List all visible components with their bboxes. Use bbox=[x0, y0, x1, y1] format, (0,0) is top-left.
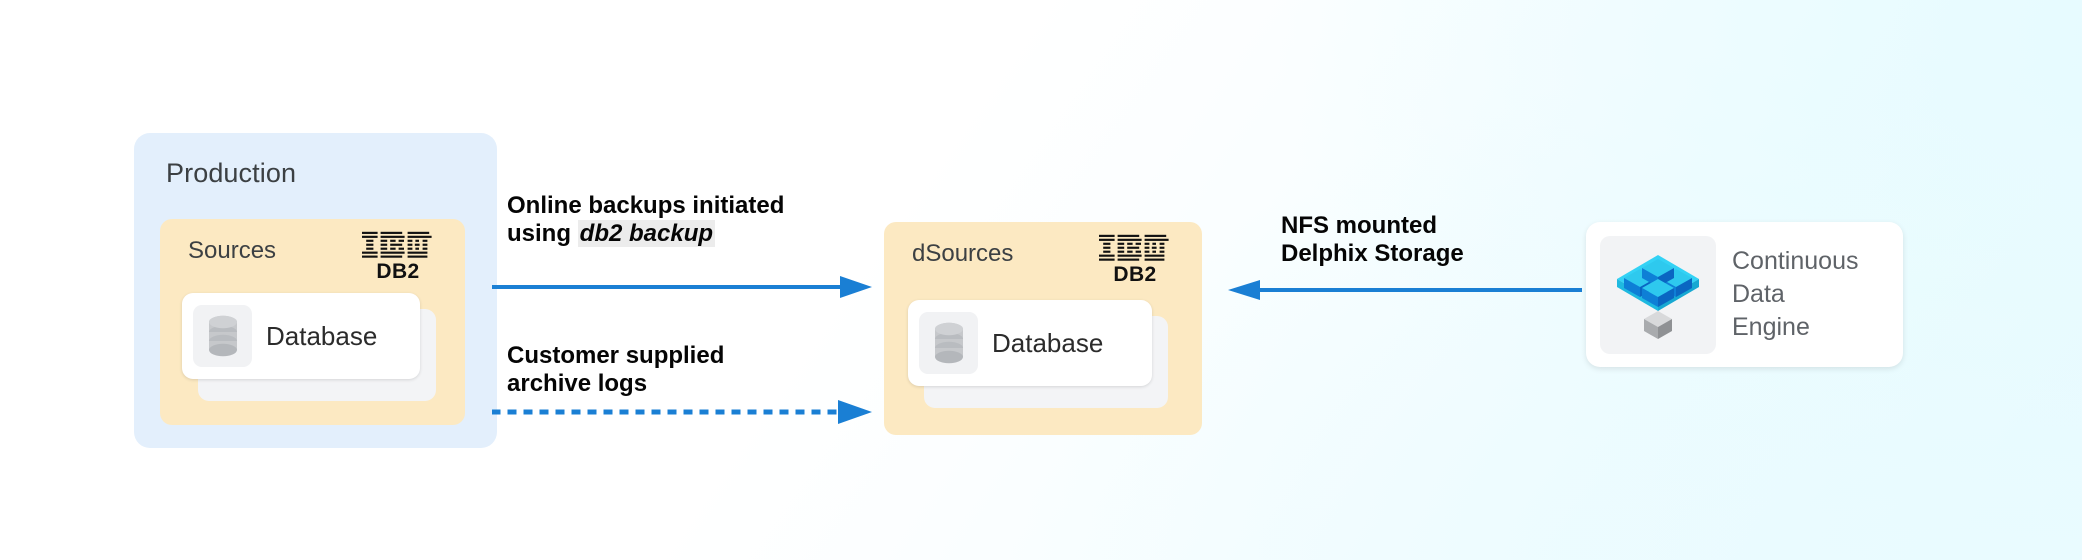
database-card-label: Database bbox=[266, 320, 378, 351]
backup-annotation-using: using bbox=[507, 220, 578, 248]
backup-annotation-line2: using db2 backup bbox=[507, 220, 784, 248]
backup-command-code: db2 backup bbox=[577, 220, 716, 248]
nfs-annotation: NFS mounted Delphix Storage bbox=[1281, 212, 1464, 269]
sources-label: Sources bbox=[188, 237, 277, 264]
db2-wordmark: DB2 bbox=[376, 260, 420, 283]
archive-annotation-line1: Customer supplied bbox=[507, 342, 725, 369]
cde-label-line2: Data bbox=[1732, 279, 1785, 308]
dsources-card: dSources bbox=[884, 222, 1202, 435]
cde-icon-tile bbox=[1600, 235, 1716, 354]
continuous-data-engine-icon bbox=[1617, 254, 1699, 339]
dsources-label: dSources bbox=[912, 240, 1014, 267]
cde-label-line3: Engine bbox=[1732, 313, 1810, 342]
backup-annotation: Online backups initiated using db2 backu… bbox=[507, 192, 784, 249]
production-container: Production Sources bbox=[134, 133, 497, 448]
database-cylinder-icon bbox=[208, 315, 237, 357]
ibm-db2-logo: DB2 bbox=[359, 231, 437, 282]
dsource-database-card[interactable]: Database bbox=[908, 300, 1152, 386]
nfs-annotation-line1: NFS mounted bbox=[1281, 212, 1437, 239]
database-cylinder-icon bbox=[934, 322, 963, 364]
nfs-annotation-line2: Delphix Storage bbox=[1281, 240, 1464, 268]
ibm-logo-icon bbox=[1099, 234, 1169, 261]
database-icon-tile bbox=[193, 305, 252, 367]
dsource-database-card-label: Database bbox=[992, 327, 1104, 358]
db2-wordmark: DB2 bbox=[1113, 263, 1157, 286]
archive-annotation-line2: archive logs bbox=[507, 370, 648, 398]
continuous-data-engine-card[interactable]: Continuous Data Engine bbox=[1586, 222, 1903, 367]
production-title: Production bbox=[166, 158, 297, 188]
cde-label-line1: Continuous bbox=[1732, 246, 1859, 275]
cde-label: Continuous Data Engine bbox=[1732, 245, 1858, 345]
sources-card: Sources bbox=[160, 219, 465, 425]
dsource-database-card-stack: Database bbox=[908, 300, 1170, 412]
backup-annotation-line1: Online backups initiated bbox=[507, 192, 785, 219]
database-card-stack: Database bbox=[182, 293, 437, 403]
backup-arrow-solid bbox=[492, 276, 872, 298]
database-icon-tile bbox=[919, 312, 978, 374]
database-card[interactable]: Database bbox=[182, 293, 420, 379]
ibm-logo-icon bbox=[362, 231, 432, 258]
archive-annotation: Customer supplied archive logs bbox=[507, 342, 724, 399]
nfs-arrow-left bbox=[1228, 280, 1582, 300]
ibm-db2-logo-dsources: DB2 bbox=[1096, 234, 1174, 285]
archive-arrow-dotted bbox=[492, 400, 872, 424]
